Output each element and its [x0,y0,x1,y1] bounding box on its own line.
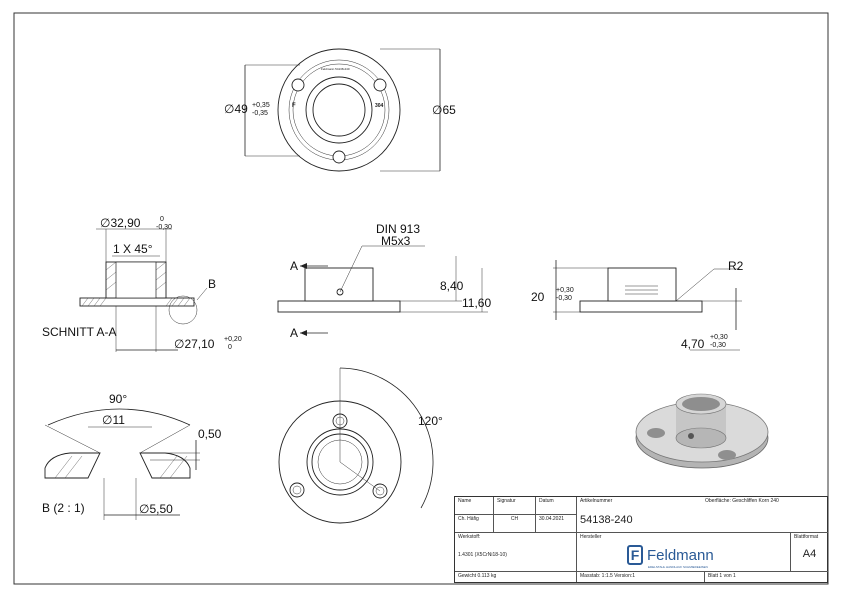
tb-artikel-cell: Artikelnummer Oberfläche: Geschliffen Ko… [577,497,828,533]
tb-header-werkstoff: Werkstoff: [458,534,481,540]
tb-name: Ch. Häfig [455,515,494,533]
dim-chamfer: 1 X 45° [113,242,153,256]
tb-datum: 30.04.2021 [536,515,577,533]
dim-d3290-tol-up: 0 [160,216,164,223]
iso-view [635,393,769,469]
dim-470: 4,70 [681,337,705,351]
tb-header-signatur: Signatur [494,497,536,515]
side-view: 20 +0,30 -0,30 R2 4,70 +0,30 -0,30 [531,259,744,351]
detail-b-view: 90° ∅11 0,50 ∅5,50 B (2 : 1) [42,392,222,520]
din-label: DIN 913 [376,222,420,236]
engraving: Feldmann 54138-240 [321,67,350,71]
dim-d11: ∅11 [102,413,125,427]
sheet-border [13,12,829,585]
dim-d49-tol-lo: -0,35 [252,110,268,117]
tb-header-artikel: Artikelnummer [580,498,613,504]
radius-label: R2 [728,259,744,273]
tb-werkstoff-cell: Werkstoff: 1.4301 (X5CrNi18-10) [455,533,577,572]
dim-d3290: ∅32,90 [100,216,141,230]
front-view: A A DIN 913 M5x3 8,40 11,60 [277,222,491,340]
tb-header-datum: Datum [536,497,577,515]
svg-text:304: 304 [375,103,384,109]
tb-massstab: Masstab: 1:1.5 Version:1 [577,572,705,582]
section-label: SCHNITT A-A [42,325,116,339]
dim-470-tol-lo: -0,30 [710,342,726,349]
logo-subtitle: EDELSTAHL HANDLAUF SCHMIEDEEISEN [648,565,708,569]
tb-header-name: Name [455,497,494,515]
dim-d2710-tol-up: +0,20 [224,336,242,343]
tb-blattformat: A4 [802,548,817,560]
tb-hersteller-cell: Hersteller F Feldmann EDELSTAHL HANDLAUF… [577,533,791,572]
detail-b-label: B [208,277,216,291]
dim-d65: ∅65 [432,103,456,117]
dim-d3290-tol-lo: -0,30 [156,224,172,231]
feldmann-logo-icon: F [627,545,643,565]
dim-1160: 11,60 [462,296,491,310]
dim-d550: ∅5,50 [139,502,173,516]
tb-gewicht: Gewicht 0.113 kg [455,572,577,582]
tb-werkstoff: 1.4301 (X5CrNi18-10) [458,552,507,558]
tb-header-blattformat: Blattformat [794,534,819,540]
section-a-bottom: A [290,326,298,340]
dim-470-tol-up: +0,30 [710,334,728,341]
title-block: Name Signatur Datum Artikelnummer Oberfl… [454,496,828,583]
svg-text:F: F [292,103,296,109]
tb-artikel: 54138-240 [580,514,633,526]
dim-840: 8,40 [440,279,464,293]
feldmann-logo: F Feldmann [627,545,714,565]
dim-d49-tol-up: +0,35 [252,102,270,109]
section-a-top: A [290,259,298,273]
tb-signatur: CH [494,515,536,533]
tb-blatt: Blatt 1 von 1 [708,573,736,579]
thread-label: M5x3 [381,234,411,248]
dim-d49: ∅49 [224,102,248,116]
tb-header-hersteller: Hersteller [580,534,602,540]
dim-050: 0,50 [198,427,222,441]
dim-20-tol-lo: -0,30 [556,295,572,302]
tb-oberflaeche: Oberfläche: Geschliffen Korn 240 [705,498,779,504]
tb-blattformat-cell: Blattformat A4 [791,533,828,572]
top-view: Feldmann 54138-240 F 304 ∅49 +0,35 -0,35… [224,48,456,172]
dim-angle90: 90° [109,392,127,406]
section-view: ∅32,90 0 -0,30 1 X 45° B SCHNITT A-A ∅27… [42,216,242,352]
dim-d2710-tol-lo: 0 [228,344,232,351]
dim-20-tol-up: +0,30 [556,287,574,294]
dim-angle120: 120° [418,414,443,428]
dim-d2710: ∅27,10 [174,337,215,351]
detail-scale-label: B (2 : 1) [42,501,85,515]
bottom-view: 120° [278,367,443,524]
logo-text: Feldmann [647,546,714,564]
dim-20: 20 [531,290,545,304]
